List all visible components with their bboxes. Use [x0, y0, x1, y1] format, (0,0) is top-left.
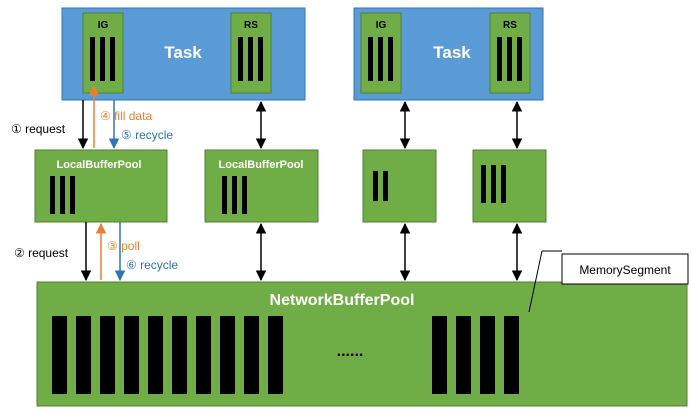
result-subpartition-1: RS [230, 12, 272, 94]
memory-segment [124, 316, 139, 394]
input-gate-2: IG [360, 12, 402, 94]
memory-segment [480, 316, 495, 394]
network-buffer-pool-label: NetworkBufferPool [270, 292, 415, 309]
memory-segment [268, 316, 283, 394]
step3-label: ③ poll [107, 239, 140, 253]
memory-segment-callout: MemorySegment [528, 250, 689, 313]
memory-segment [238, 37, 243, 81]
task-title: Task [433, 43, 471, 62]
step6-label: ⑥ recycle [126, 258, 178, 272]
memory-segment [517, 37, 522, 81]
memory-segment [373, 171, 378, 201]
result-subpartition-2: RS [489, 12, 531, 94]
memory-segment [90, 37, 95, 81]
memory-segments [481, 165, 506, 203]
memory-segments [373, 171, 388, 201]
input-gate-label: IG [98, 20, 109, 31]
memory-segments-left [52, 316, 283, 394]
memory-segment [76, 316, 91, 394]
result-subpartition-label: RS [244, 20, 258, 31]
memory-segments [238, 37, 263, 81]
memory-segments [222, 176, 247, 214]
memory-segment [244, 316, 259, 394]
local-buffer-pool-2: LocalBufferPool [204, 149, 319, 223]
memory-segment [383, 171, 388, 201]
memory-segment [258, 37, 263, 81]
memory-segment [110, 37, 115, 81]
memory-segment [432, 316, 447, 394]
memory-segment [481, 165, 486, 203]
memory-segment [378, 37, 383, 81]
result-subpartition-label: RS [503, 20, 517, 31]
memory-segment-label: MemorySegment [579, 263, 671, 277]
local-buffer-pool-label: LocalBufferPool [219, 159, 304, 171]
memory-segment [368, 37, 373, 81]
memory-segment [172, 316, 187, 394]
local-buffer-pool-3 [362, 149, 437, 223]
memory-segments [90, 37, 115, 81]
local-buffer-pool-4 [472, 149, 547, 223]
memory-segment [60, 176, 65, 214]
input-gate-1: IG [82, 12, 124, 94]
memory-segment [196, 316, 211, 394]
memory-segment [248, 37, 253, 81]
memory-segment [50, 176, 55, 214]
memory-segments-right [432, 316, 519, 394]
memory-segments [50, 176, 75, 214]
step1-label: ① request [11, 122, 66, 136]
memory-segment [148, 316, 163, 394]
memory-segment [220, 316, 235, 394]
local-buffer-pool-1: LocalBufferPool [34, 149, 168, 223]
step2-label: ② request [14, 246, 69, 260]
memory-segment [388, 37, 393, 81]
memory-segment [501, 165, 506, 203]
memory-segment [100, 37, 105, 81]
step4-label: ④ fill data [100, 109, 152, 123]
memory-segments [368, 37, 393, 81]
memory-segment [70, 176, 75, 214]
segments-ellipsis: ...... [337, 343, 364, 360]
memory-segment [242, 176, 247, 214]
step5-label: ⑤ recycle [121, 128, 173, 142]
memory-segment [507, 37, 512, 81]
task-box-1: Task IG RS [61, 7, 306, 101]
input-gate-label: IG [376, 20, 387, 31]
memory-segments [497, 37, 522, 81]
memory-segment [497, 37, 502, 81]
local-buffer-pool-label: LocalBufferPool [57, 159, 142, 171]
memory-segment [504, 316, 519, 394]
memory-segment [232, 176, 237, 214]
memory-segment [100, 316, 115, 394]
task-title: Task [164, 43, 202, 62]
network-buffer-pool: NetworkBufferPool ...... [36, 281, 688, 407]
memory-segment [52, 316, 67, 394]
memory-segment [456, 316, 471, 394]
memory-segment [222, 176, 227, 214]
memory-segment [491, 165, 496, 203]
task-box-2: Task IG RS [353, 7, 544, 101]
